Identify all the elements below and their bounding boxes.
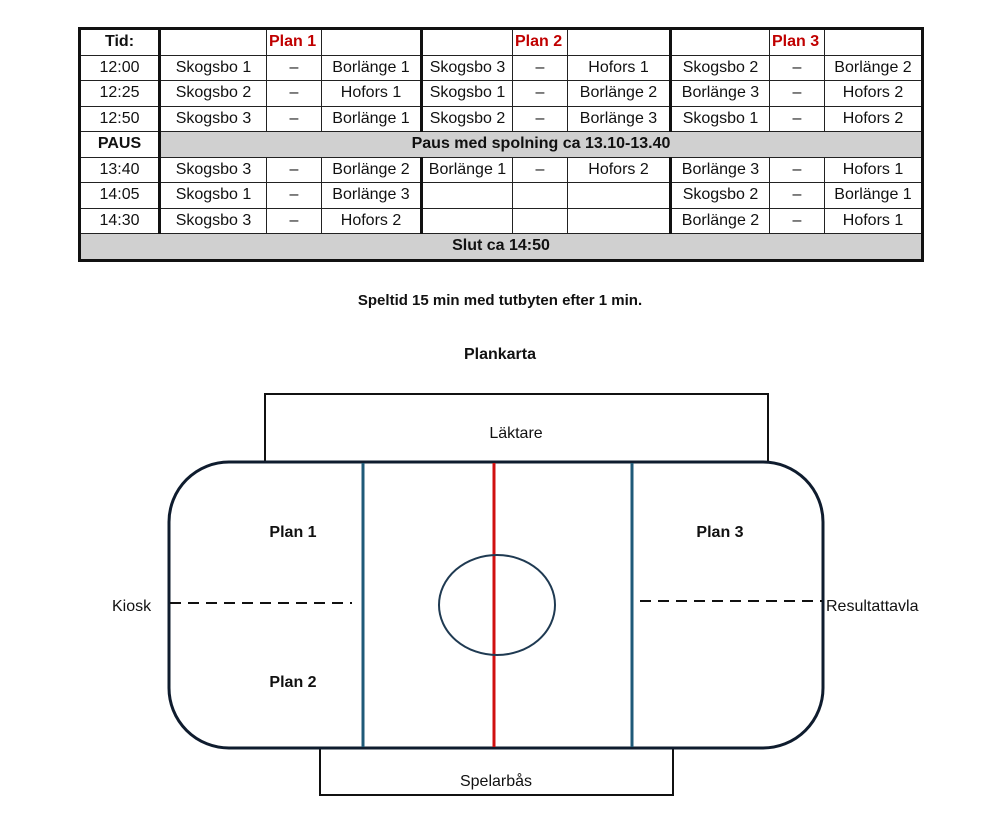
home-team: Borlänge 3	[669, 80, 770, 107]
home-team: Skogsbo 3	[158, 105, 267, 132]
play-time-note: Speltid 15 min med tutbyten efter 1 min.	[357, 292, 643, 309]
home-team	[420, 207, 513, 234]
center-circle	[438, 554, 556, 656]
away-team: Hofors 1	[321, 80, 422, 107]
plan-header: Plan 3	[769, 28, 825, 56]
time-cell: 12:50	[79, 105, 160, 132]
separator: –	[512, 105, 568, 132]
scoreboard-label: Resultattavla	[826, 598, 919, 615]
plan-header: Plan 2	[512, 28, 568, 56]
home-team: Skogsbo 1	[420, 80, 513, 107]
home-team: Skogsbo 1	[158, 182, 267, 209]
away-team: Borlänge 2	[321, 156, 422, 183]
home-team: Borlänge 1	[420, 156, 513, 183]
bench-label: Spelarbås	[460, 772, 532, 790]
home-team: Skogsbo 2	[669, 182, 770, 209]
home-team: Borlänge 2	[669, 207, 770, 234]
plan-header-blank	[567, 28, 671, 56]
home-team: Skogsbo 1	[158, 54, 267, 81]
plan-header-blank	[669, 28, 770, 56]
home-team: Skogsbo 3	[158, 207, 267, 234]
separator: –	[266, 207, 322, 234]
pause-label: PAUS	[79, 131, 160, 158]
map-title: Plankarta	[463, 346, 537, 363]
separator: –	[266, 80, 322, 107]
stands-label: Läktare	[489, 425, 542, 442]
separator: –	[512, 156, 568, 183]
home-team: Borlänge 3	[669, 156, 770, 183]
time-header: Tid:	[79, 28, 160, 56]
away-team: Borlänge 1	[321, 105, 422, 132]
plan-header-blank	[824, 28, 923, 56]
rink-outline	[167, 460, 825, 750]
separator	[512, 207, 568, 234]
plan3-label: Plan 3	[696, 524, 743, 541]
away-team: Hofors 1	[824, 207, 923, 234]
plan-header-blank	[158, 28, 267, 56]
separator: –	[512, 80, 568, 107]
away-team: Borlänge 2	[567, 80, 671, 107]
separator: –	[266, 182, 322, 209]
end-row: Slut ca 14:50	[79, 233, 923, 261]
kiosk-label: Kiosk	[112, 598, 152, 615]
end-text: Slut ca 14:50	[79, 233, 923, 261]
plan-header-blank	[420, 28, 513, 56]
plan1-label: Plan 1	[269, 524, 316, 541]
header-row: Tid: Plan 1 Plan 2 Plan 3	[79, 28, 923, 56]
pause-text: Paus med spolning ca 13.10-13.40	[158, 131, 923, 158]
away-team: Borlänge 1	[321, 54, 422, 81]
plan2-label: Plan 2	[269, 674, 316, 691]
home-team: Skogsbo 1	[669, 105, 770, 132]
away-team: Hofors 1	[567, 54, 671, 81]
time-cell: 13:40	[79, 156, 160, 183]
home-team: Skogsbo 2	[158, 80, 267, 107]
home-team: Skogsbo 2	[669, 54, 770, 81]
away-team: Hofors 1	[824, 156, 923, 183]
away-team: Hofors 2	[321, 207, 422, 234]
plan-header: Plan 1	[266, 28, 322, 56]
away-team: Borlänge 3	[321, 182, 422, 209]
away-team: Hofors 2	[824, 80, 923, 107]
home-team: Skogsbo 3	[158, 156, 267, 183]
away-team: Borlänge 2	[824, 54, 923, 81]
separator: –	[512, 54, 568, 81]
